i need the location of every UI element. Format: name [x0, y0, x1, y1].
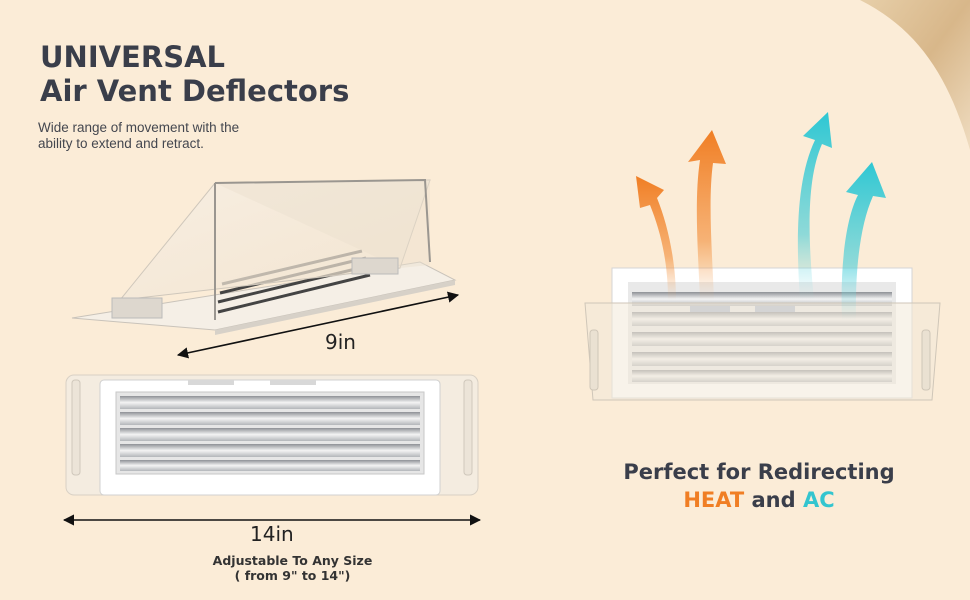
subtitle-line-2: ability to extend and retract. — [38, 136, 204, 151]
ac-word: AC — [802, 488, 835, 512]
adjustable-line-2: ( from 9" to 14") — [234, 568, 351, 583]
heat-arrow-icon — [636, 130, 726, 300]
headline-line-1: Perfect for Redirecting — [623, 460, 895, 484]
vent-with-deflector — [584, 267, 941, 401]
cool-arrow-icon — [797, 112, 886, 320]
deflector-perspective — [71, 178, 457, 335]
vent-front-view — [65, 374, 479, 496]
headline-line-2: HEAT and AC — [600, 486, 918, 514]
page-title: UNIVERSAL Air Vent Deflectors — [40, 40, 349, 108]
adjustable-line-1: Adjustable To Any Size — [212, 553, 373, 568]
double-arrow-icon — [176, 291, 460, 359]
subtitle: Wide range of movement with the ability … — [38, 120, 288, 152]
corner-background — [860, 0, 970, 150]
dimension-14in-label: 14in — [250, 522, 294, 546]
and-word: and — [751, 488, 796, 512]
title-line-2: Air Vent Deflectors — [40, 74, 350, 108]
adjustable-caption: Adjustable To Any Size ( from 9" to 14") — [170, 553, 415, 583]
subtitle-line-1: Wide range of movement with the — [38, 120, 240, 135]
title-line-1: UNIVERSAL — [40, 40, 226, 74]
heat-word: HEAT — [683, 488, 745, 512]
redirect-headline: Perfect for Redirecting HEAT and AC — [600, 458, 918, 514]
dimension-9in-label: 9in — [325, 330, 356, 354]
